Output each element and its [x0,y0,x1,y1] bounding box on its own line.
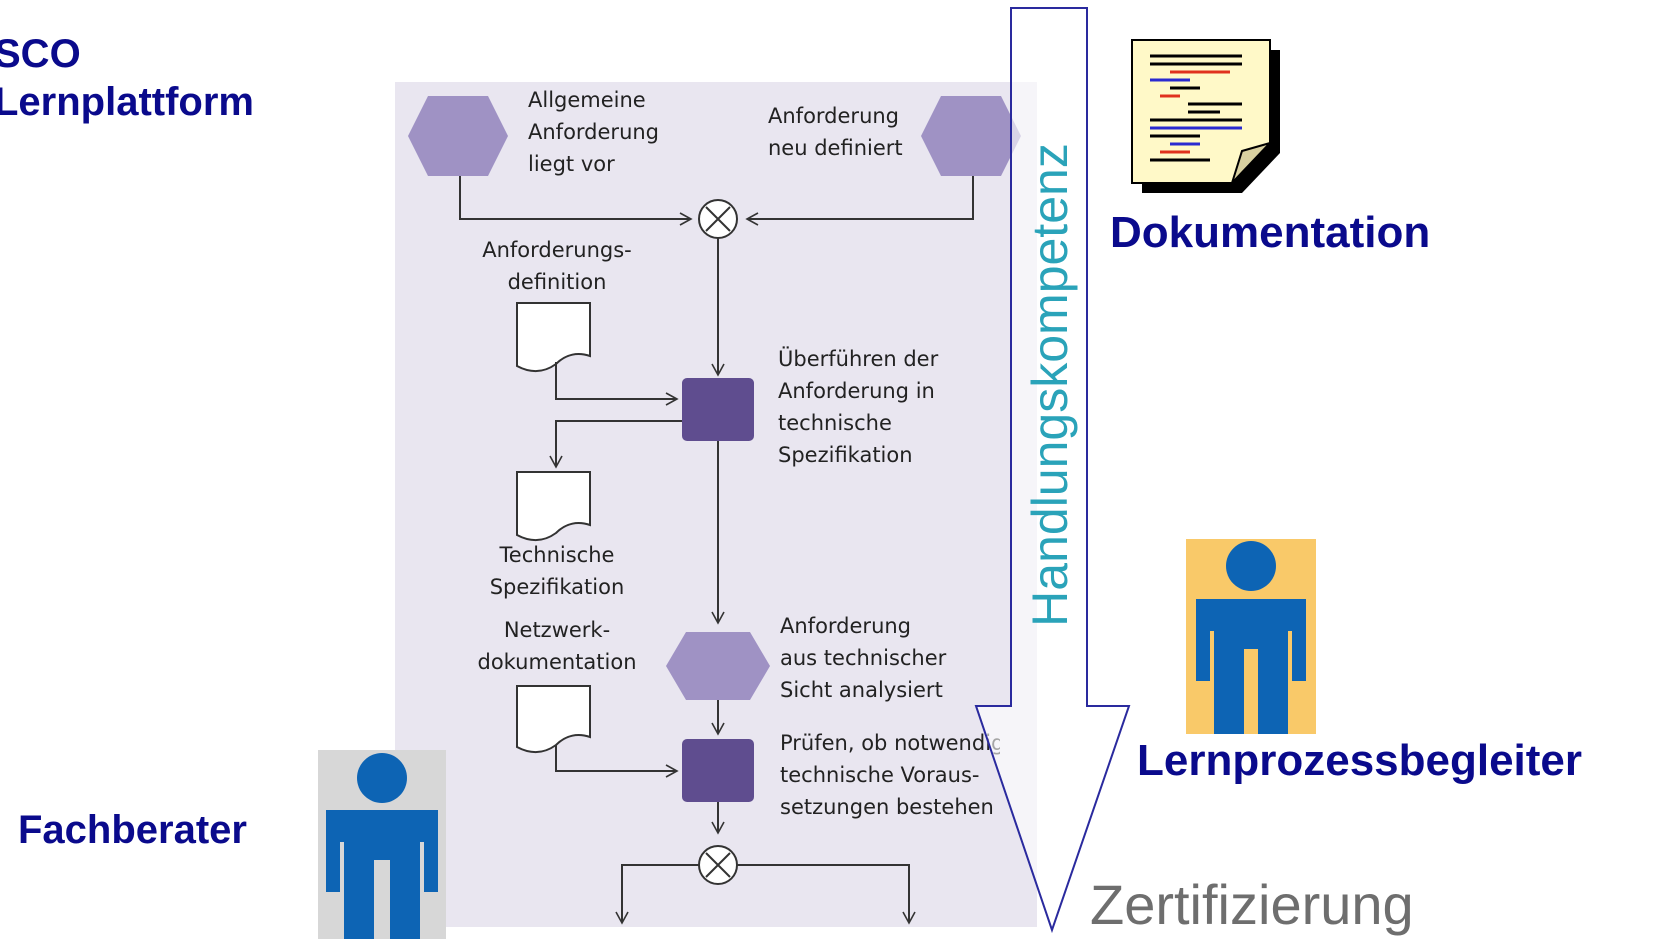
dokumentation-label: Dokumentation [1110,208,1431,257]
document-tech-spec-shape [516,471,591,541]
lernprozessbegleiter-label: Lernprozessbegleiter [1137,736,1583,785]
doc-requirements-text: Anforderungs- definition [482,238,632,294]
doc-tech-spec-text: Technische Spezifikation [489,543,625,599]
title-line-2: Lernplattform [0,80,254,124]
event-start-right-shape [921,96,1021,176]
title-line-1: SCO [0,32,81,76]
doc-network-text: Netzwerk- dokumentation [477,618,637,674]
document-requirements-shape [516,302,591,372]
event-start-left-shape [408,96,508,176]
event-start-left-text: Allgemeine Anforderung liegt vor [528,88,660,176]
person-icon [1196,541,1306,734]
event-analyzed-text: Anforderung aus technischer Sicht analys… [780,614,947,702]
event-analyzed-shape [666,632,770,700]
fachberater-label: Fachberater [18,808,247,852]
function-2-shape [682,739,754,802]
function-1-shape [682,378,754,441]
function-1-text: Überführen der Anforderung in technische… [778,347,939,467]
person-icon [326,753,438,939]
document-network-shape [516,685,591,753]
event-start-right-text: Anforderung neu definiert [768,104,903,160]
zertifizierung-label: Zertifizierung [1090,873,1414,936]
handlungskompetenz-label: Handlungskompetenz [1022,143,1078,627]
function-2-text: Prüfen, ob notwendige technische Voraus-… [780,731,1000,819]
document-icon [1131,39,1280,193]
